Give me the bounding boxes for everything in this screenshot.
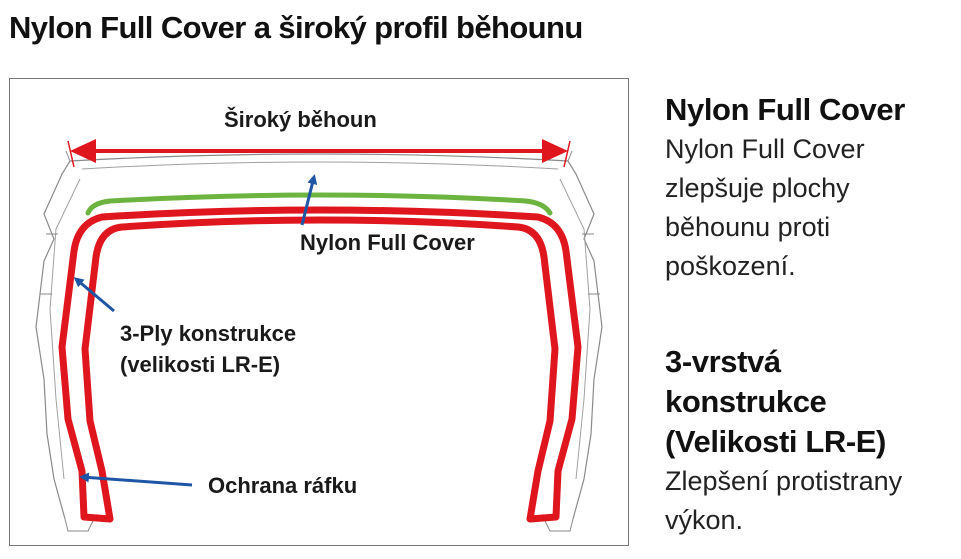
tread-tick-left	[67, 140, 75, 168]
ply-text-line: výkon.	[665, 505, 744, 535]
ply-description: 3-vrstvá konstrukce (Velikosti LR-E) Zle…	[665, 342, 955, 540]
ply-heading-line: (Velikosti LR-E)	[665, 424, 886, 459]
tread-width-arrowhead-left	[70, 139, 96, 163]
ply-label-line1: 3-Ply konstrukce	[120, 321, 297, 346]
wide-tread-label: Široký běhoun	[224, 107, 377, 132]
ply-pointer-arrow	[73, 277, 115, 313]
rim-guard-pointer-arrow	[79, 472, 193, 487]
bead-outline-right	[543, 518, 574, 532]
ply-text-line: Zlepšení protistrany	[665, 466, 903, 496]
nylon-text-line: Nylon Full Cover	[665, 134, 865, 164]
nylon-text-line: poškození.	[665, 251, 796, 281]
bead-outline-left	[64, 518, 95, 532]
tire-cross-section-diagram: Široký běhoun Nylon Full Cover 3-Ply kon…	[9, 78, 629, 546]
tread-width-arrowhead-right	[542, 139, 568, 163]
tire-inner-contour	[49, 161, 591, 480]
ply-heading-line: konstrukce	[665, 384, 827, 419]
tread-detail	[40, 150, 600, 295]
nylon-pointer-arrow	[300, 174, 318, 226]
nylon-text-line: zlepšuje plochy	[665, 173, 850, 203]
nylon-cover-layer	[85, 192, 553, 216]
rim-guard-label: Ochrana ráfku	[208, 473, 358, 498]
nylon-description: Nylon Full Cover Nylon Full Cover zlepšu…	[665, 90, 955, 286]
carcass-ply	[58, 206, 582, 523]
ply-heading-line: 3-vrstvá	[665, 344, 781, 379]
tire-illustration	[35, 139, 603, 532]
tread-tick-right	[563, 140, 571, 168]
ply-label-line2: (velikosti LR-E)	[120, 352, 281, 377]
page-title: Nylon Full Cover a široký profil běhounu	[9, 10, 583, 45]
nylon-cover-label: Nylon Full Cover	[300, 230, 475, 255]
nylon-heading: Nylon Full Cover	[665, 92, 905, 127]
nylon-text-line: běhounu proti	[665, 212, 831, 242]
